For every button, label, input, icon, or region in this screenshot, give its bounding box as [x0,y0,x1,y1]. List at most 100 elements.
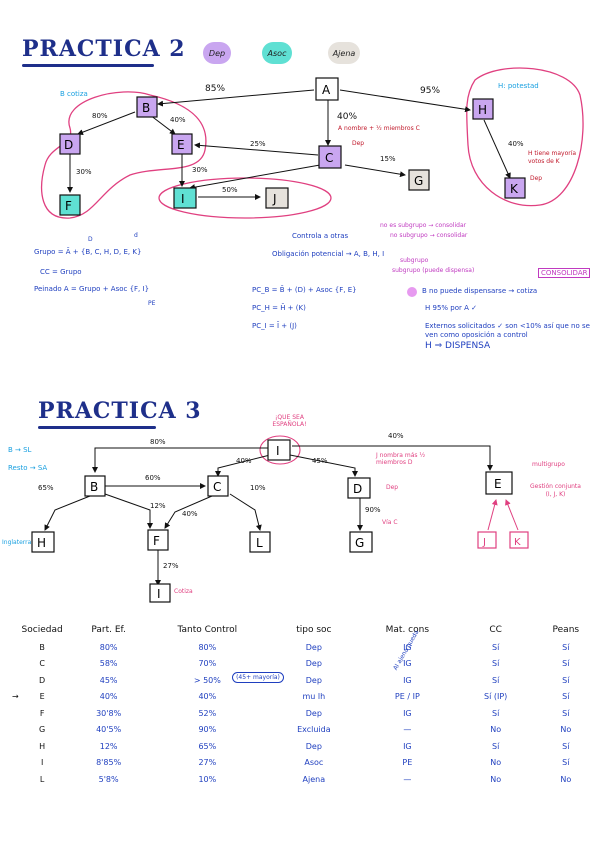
row-sociedad: L [39,774,45,784]
calc-controla: Controla a otras [292,232,349,240]
note-resto-sa: Resto → SA [8,464,48,472]
pct-i-j: 50% [222,186,238,194]
practica-3-underline [38,426,156,429]
pct-c-e: 25% [250,140,266,148]
cell-part: 40'5% [96,725,122,735]
note-h-dep: Dep [530,175,543,182]
cell-cc: Sí [492,675,500,685]
cell-tipo: Dep [305,659,322,669]
cell-tipo: Ajena [302,774,326,784]
col-tanto-control: Tanto Control [177,625,238,635]
cell-tanto: 90% [198,725,217,735]
cell-mat: — [403,725,412,735]
p3-pct-i-c: 40% [236,457,252,465]
cell-peans: Sí [562,692,570,702]
row-sociedad: D [39,675,46,685]
pct-a-c: 40% [337,112,358,122]
svg-text:D: D [353,482,362,496]
p3-pct-b-f: 12% [150,502,166,510]
cell-cc: No [490,725,502,735]
note-b-sl: B → SL [8,446,32,454]
pct-a-b: 85% [205,84,226,94]
node-j [265,187,289,209]
svg-text:K: K [514,537,521,548]
svg-text:E: E [494,477,502,491]
node-a [315,77,339,101]
row-arrow: → [12,692,19,702]
note-externos: Externos solicitados ✓ son <10% así que … [425,322,590,339]
cell-soc: B [12,639,72,656]
cell-cc: No [490,758,502,768]
grupo-d-mark: D [88,236,93,243]
cell-peans: Sí [562,708,570,718]
cell-cc: Sí [492,741,500,751]
node-a-label: A [322,83,331,97]
cell-tanto: 70% [198,659,217,669]
col-part-ef: Part. Ef. [91,625,126,635]
cell-part: 8'85% [96,758,122,768]
p3-pct-c-f: 40% [182,510,198,518]
cell-soc: G [12,722,72,739]
cell-mat: — [403,774,412,784]
calc-peinado: Peinado A = Grupo + Asoc {F, I} [34,285,150,293]
cell-cc: Sí (IP) [484,692,508,702]
pct-c-i: 30% [192,166,208,174]
note-mayoria: (45+ mayoría) [232,672,284,683]
p3-pct-c-l: 10% [250,484,266,492]
node-e [171,133,193,155]
cell-soc: H [12,738,72,755]
cell-tipo: Dep [305,675,322,685]
cell-cc: Sí [492,659,500,669]
cell-cc: Sí [492,708,500,718]
note-gestion-conjunta: Gestión conjunta (I, J, K) [530,483,581,498]
svg-text:G: G [355,536,364,550]
cell-soc: C [12,656,72,673]
cell-soc: L [12,771,72,788]
row-sociedad: F [39,708,45,718]
p3-pct-i-b: 80% [150,438,166,446]
p3-pct-b-c: 60% [145,474,161,482]
cell-part: 58% [99,659,118,669]
node-i [173,187,197,209]
cell-cc: No [490,774,502,784]
group-h-outline [466,67,584,207]
calc-obligacion: Obligación potencial → A, B, H, I [272,250,385,258]
pct-h-k: 40% [508,140,524,148]
cell-mat: IG [403,708,412,718]
node-d [59,133,81,155]
group-b-outline [40,91,207,219]
svg-text:I: I [157,587,161,601]
cell-tanto: > 50% [193,675,221,685]
cell-peans: No [560,725,572,735]
col-cc: CC [489,625,502,635]
pct-c-g: 15% [380,155,396,163]
node-b-label: B [142,101,150,115]
cell-peans: Sí [562,642,570,652]
note-que-sea-espanola: ¡QUE SEA ESPAÑOLA! [272,414,307,428]
note-h-dispensa: H ⇒ DISPENSA [425,341,491,351]
calc-grupo: Grupo = Ā + {B, C, H, D, E, K} [34,248,142,256]
cell-tanto: 65% [198,741,217,751]
note-h-potestad: H: potestad [498,82,539,90]
node-c [318,145,342,169]
cell-mat: PE [402,758,413,768]
note-dep: Dep [352,140,365,147]
node-d-label: D [64,138,73,152]
col-mat-cons: Mat. cons [385,625,430,635]
cell-part: 80% [99,642,118,652]
note-no-subgrupo-1: no es subgrupo → consolidar [380,222,467,229]
cell-soc: D [12,672,72,689]
legend-asoc: Asoc [262,42,292,64]
p3-pct-d-g: 90% [365,506,381,514]
note-h-95: H 95% por A ✓ [425,304,477,312]
cell-peans: Sí [562,758,570,768]
cell-soc: F [12,705,72,722]
svg-text:C: C [213,480,221,494]
note-multigrupo: multigrupo [532,461,565,468]
cell-tanto: 80% [198,642,217,652]
node-j-label: J [272,192,277,206]
